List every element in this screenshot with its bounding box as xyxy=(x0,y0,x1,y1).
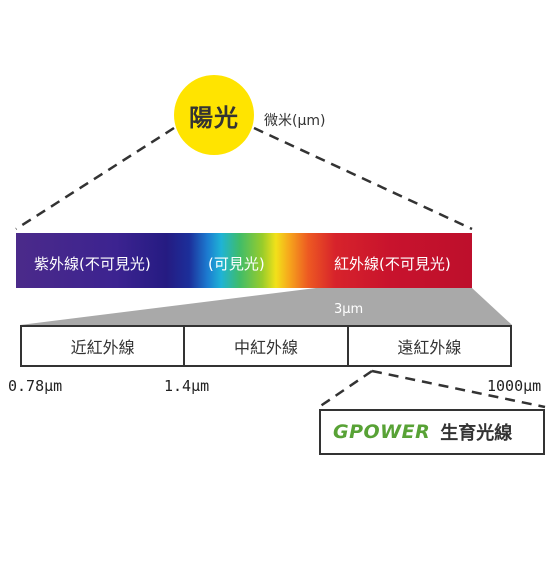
mid-ir-cell: 中紅外線 xyxy=(185,327,349,365)
gpower-box: GPOWER 生育光線 xyxy=(319,409,545,455)
gpower-logo: GPOWER xyxy=(333,421,431,443)
tick-1000: 1000μm xyxy=(487,377,542,395)
ir-label: 紅外線(不可見光) xyxy=(334,255,451,273)
sun-right-dash xyxy=(253,126,473,231)
near-ir-cell: 近紅外線 xyxy=(22,327,186,365)
visible-label: (可見光) xyxy=(208,255,265,273)
gp-right-dash xyxy=(371,369,546,409)
sun-circle: 陽光 xyxy=(174,75,254,155)
sun-label: 陽光 xyxy=(189,103,239,132)
uv-label: 紫外線(不可見光) xyxy=(34,255,151,273)
sun-left-dash xyxy=(15,126,175,231)
ir-range-label: 3μm xyxy=(334,302,364,317)
ir-zoom-wedge xyxy=(20,288,512,325)
gp-left-dash xyxy=(318,369,373,409)
spectrum-bar xyxy=(16,233,472,288)
tick-0-78: 0.78μm xyxy=(8,377,63,395)
unit-label: 微米(μm) xyxy=(264,113,326,129)
far-ir-cell: 遠紅外線 xyxy=(397,338,462,357)
tick-1-4: 1.4μm xyxy=(164,377,210,395)
ir-bands-table: 近紅外線 中紅外線 遠紅外線 xyxy=(20,325,512,367)
gpower-name: 生育光線 xyxy=(440,423,513,444)
